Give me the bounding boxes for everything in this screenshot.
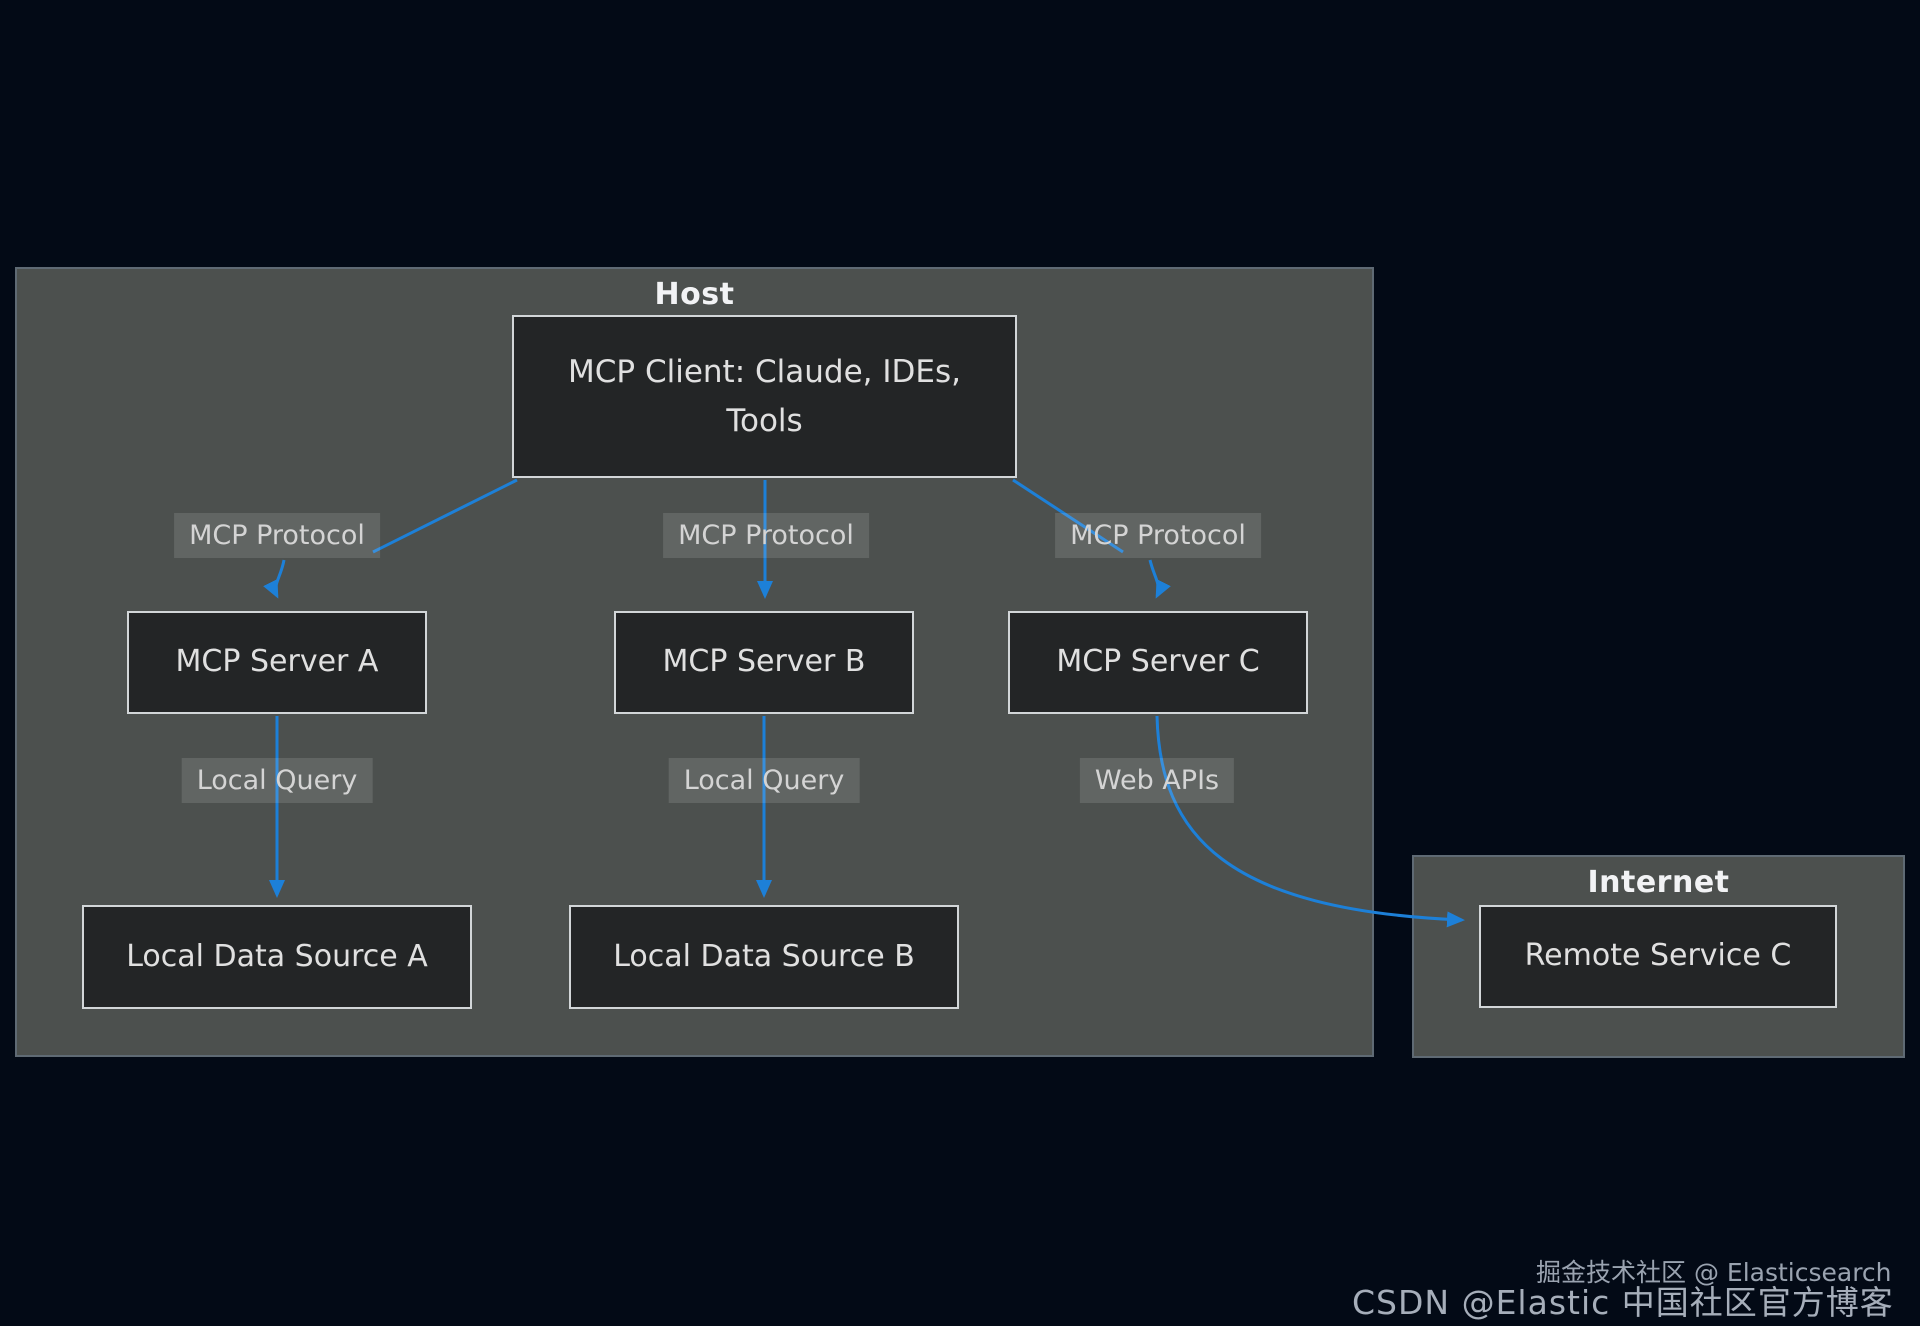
mcp-server-a-box: MCP Server A <box>127 611 427 714</box>
edge-label-web-apis: Web APIs <box>1079 758 1235 803</box>
remote-service-c-box: Remote Service C <box>1479 905 1837 1008</box>
watermark-csdn: CSDN @Elastic 中国社区官方博客 <box>1352 1283 1894 1322</box>
edge-label-local-query-b: Local Query <box>668 758 860 803</box>
mcp-server-c-box: MCP Server C <box>1008 611 1308 714</box>
edge-label-mcp-protocol-a: MCP Protocol <box>174 513 380 558</box>
mcp-client-label-line1: MCP Client: Claude, IDEs, <box>568 354 961 391</box>
internet-title: Internet <box>1587 865 1730 900</box>
local-data-source-b-box: Local Data Source B <box>569 905 959 1009</box>
mcp-client-label-line2: Tools <box>726 402 803 439</box>
watermark-juejin: 掘金技术社区 @ Elasticsearch <box>1536 1258 1892 1287</box>
edge-label-local-query-a: Local Query <box>181 758 373 803</box>
edge-label-mcp-protocol-c: MCP Protocol <box>1055 513 1261 558</box>
mcp-client-box: MCP Client: Claude, IDEs, Tools <box>512 315 1017 478</box>
mcp-server-b-box: MCP Server B <box>614 611 914 714</box>
host-title: Host <box>654 277 735 312</box>
edge-label-mcp-protocol-b: MCP Protocol <box>663 513 869 558</box>
local-data-source-a-box: Local Data Source A <box>82 905 472 1009</box>
